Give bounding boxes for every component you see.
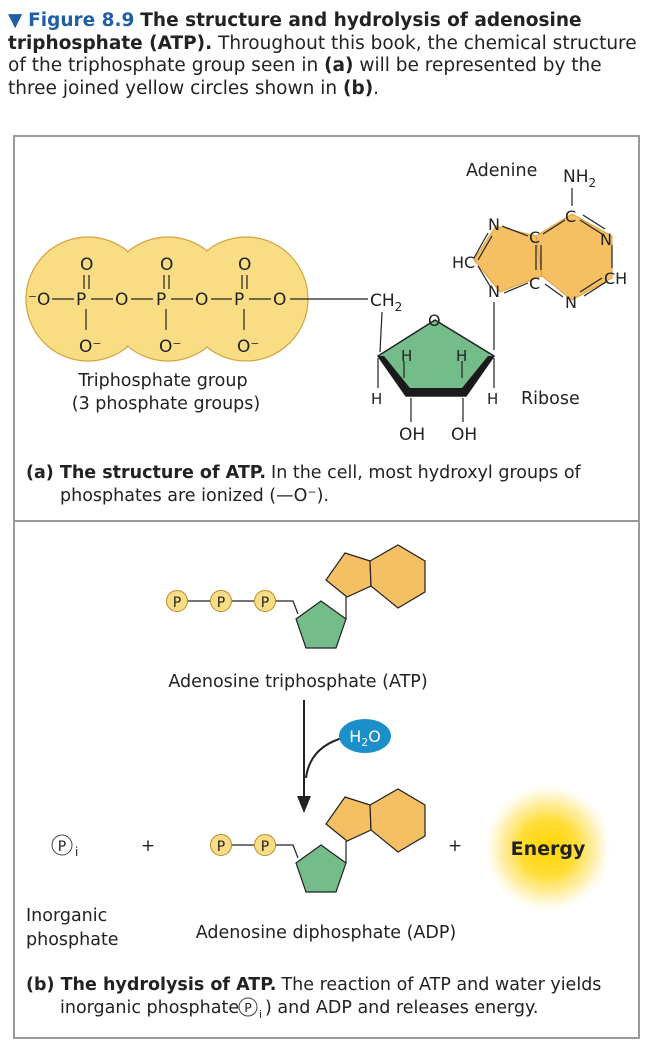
adp-phosphate-1: P bbox=[210, 834, 232, 856]
atp-phosphate-3: P bbox=[254, 590, 276, 612]
energy-label: Energy bbox=[511, 838, 586, 860]
o-minus-left: ⁻O bbox=[28, 290, 50, 310]
adp-ribose-pentagon bbox=[295, 844, 347, 893]
figure-caption: ▼ Figure 8.9 The structure and hydrolysi… bbox=[8, 10, 648, 100]
adenine-c-2: C bbox=[565, 207, 576, 226]
svg-text:) and ADP and releases energy.: ) and ADP and releases energy. bbox=[265, 998, 538, 1018]
inorganic-phosphate-symbol: P i bbox=[51, 834, 78, 859]
svg-text:P: P bbox=[244, 1000, 252, 1015]
figure-title: The structure and hydrolysis of adenosin… bbox=[8, 10, 582, 54]
caption-end: . bbox=[373, 77, 380, 99]
caption-ref-a: (a) bbox=[324, 55, 354, 76]
adp-label: Adenosine diphosphate (ADP) bbox=[196, 923, 457, 943]
adenine-n-2: N bbox=[600, 230, 612, 249]
svg-text:P: P bbox=[261, 839, 269, 855]
o-bridge-3: O bbox=[273, 290, 286, 310]
triphosphate-label-2: (3 phosphate groups) bbox=[72, 394, 260, 414]
energy-glow bbox=[484, 784, 612, 912]
adenine-n-4: N bbox=[488, 282, 500, 301]
oh-2: OH bbox=[451, 425, 477, 445]
o-minus-1: O⁻ bbox=[79, 337, 101, 357]
ring-h-4: H bbox=[487, 390, 498, 408]
ring-h-3: H bbox=[371, 390, 382, 408]
p3-atom: P bbox=[234, 290, 244, 310]
adenine-n-1: N bbox=[488, 215, 500, 234]
ribose-label: Ribose bbox=[521, 389, 580, 409]
atp-phosphate-2: P bbox=[210, 590, 232, 612]
o-double-3: O bbox=[238, 255, 251, 275]
inorganic-label-1: Inorganic bbox=[26, 906, 107, 926]
atp-adenine-pentagon bbox=[325, 552, 372, 598]
inorganic-label-2: phosphate bbox=[26, 930, 119, 950]
triphosphate-label-1: Triphosphate group bbox=[77, 371, 247, 391]
adenine-label: Adenine bbox=[466, 161, 537, 181]
ring-h-2: H bbox=[456, 347, 467, 365]
adp-adenine-pentagon bbox=[325, 796, 372, 842]
ribose-ring: O H H H H OH OH bbox=[371, 311, 498, 445]
adp-molecule: P P bbox=[210, 788, 426, 893]
svg-text:inorganic phosphate (: inorganic phosphate ( bbox=[60, 998, 251, 1018]
svg-text:P: P bbox=[58, 839, 66, 855]
figure-frame bbox=[13, 135, 640, 1039]
svg-text:P: P bbox=[261, 595, 269, 611]
adenine-ring: N C C N CH N C N HC NH2 bbox=[452, 167, 627, 350]
oh-1: OH bbox=[399, 425, 425, 445]
plus-sign-1: + bbox=[141, 836, 155, 856]
caption-text-1: Throughout this book, the chemical struc… bbox=[8, 32, 637, 77]
caption-text-2: will be represented by the three joined … bbox=[8, 55, 602, 99]
svg-text:P: P bbox=[217, 595, 225, 611]
atp-phosphate-1: P bbox=[166, 590, 188, 612]
ch2-group: CH2 bbox=[370, 291, 402, 314]
nh2-group: NH2 bbox=[563, 167, 596, 190]
water-badge: H2O bbox=[339, 719, 391, 753]
svg-text:P: P bbox=[217, 839, 225, 855]
o-bridge-1: O bbox=[115, 290, 128, 310]
panel-a-caption-line-1: (a) The structure of ATP.In the cell, mo… bbox=[26, 463, 582, 483]
svg-text:H2O: H2O bbox=[349, 727, 381, 749]
plus-sign-2: + bbox=[448, 836, 462, 856]
atp-molecule: P P P bbox=[166, 544, 426, 649]
caption-ref-b: (b) bbox=[343, 77, 374, 99]
triphosphate-circles bbox=[25, 236, 309, 362]
atp-label: Adenosine triphosphate (ATP) bbox=[168, 672, 427, 692]
svg-text:i: i bbox=[259, 1008, 262, 1021]
panel-b-caption-line-1: (b) The hydrolysis of ATP.The reaction o… bbox=[26, 975, 601, 995]
atp-adenine-hexagon bbox=[369, 544, 426, 609]
o-minus-2: O⁻ bbox=[159, 337, 181, 357]
adenine-n-3: N bbox=[565, 293, 577, 312]
adenine-c-3: C bbox=[529, 274, 540, 293]
o-bridge-2: O bbox=[195, 290, 208, 310]
adp-adenine-hexagon bbox=[369, 788, 426, 853]
phosphate-chain: ⁻O P O P O P O O O O O⁻ O⁻ O⁻ bbox=[28, 255, 368, 357]
figure-label: Figure 8.9 bbox=[28, 10, 135, 31]
atp-ribose-pentagon bbox=[295, 600, 347, 649]
adp-phosphate-2: P bbox=[254, 834, 276, 856]
panel-a-caption-line-2: phosphates are ionized (—O⁻). bbox=[60, 486, 329, 506]
o-double-2: O bbox=[160, 255, 173, 275]
ring-h-1: H bbox=[401, 347, 412, 365]
p1-atom: P bbox=[76, 290, 86, 310]
o-minus-3: O⁻ bbox=[237, 337, 259, 357]
o-double-1: O bbox=[80, 255, 93, 275]
adenine-hc: HC bbox=[452, 253, 475, 272]
adenine-c-1: C bbox=[529, 228, 540, 247]
caption-marker: ▼ bbox=[8, 10, 23, 31]
panel-b-caption-line-2: inorganic phosphate ( P i ) and ADP and … bbox=[60, 997, 538, 1021]
p2-atom: P bbox=[156, 290, 166, 310]
reaction-arrow bbox=[297, 700, 347, 813]
ring-oxygen: O bbox=[428, 311, 441, 330]
adenine-ch: CH bbox=[604, 269, 627, 288]
svg-text:P: P bbox=[173, 595, 181, 611]
svg-text:i: i bbox=[75, 845, 78, 859]
